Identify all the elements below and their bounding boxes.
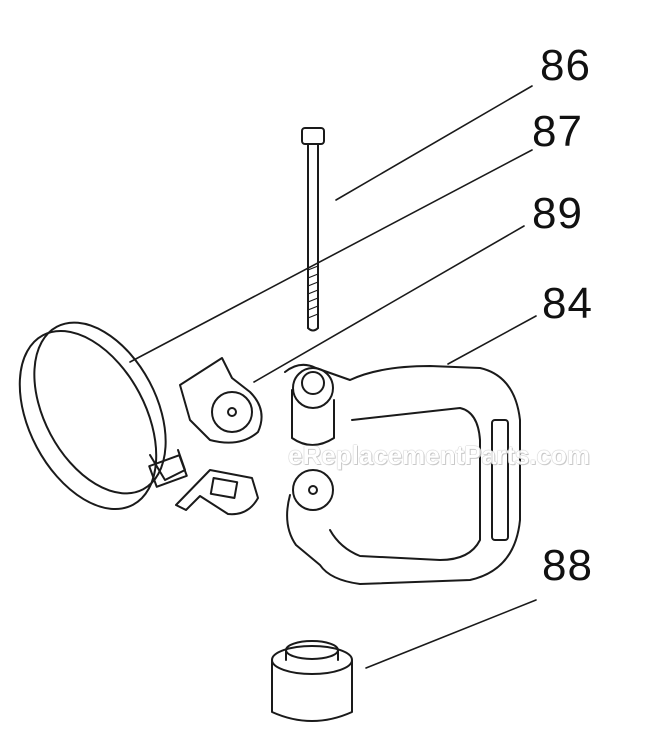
side-handle-84 [284, 363, 521, 585]
callout-84: 84 [542, 279, 593, 328]
bolt-86 [301, 127, 325, 332]
clamp-band-87 [18, 321, 188, 511]
watermark: eReplacementParts.com [288, 440, 591, 470]
leader-lines [129, 85, 537, 669]
callout-88: 88 [542, 541, 593, 590]
callout-87: 87 [532, 107, 583, 156]
callout-89: 89 [532, 189, 583, 238]
clamp-jaw-lower-89 [175, 469, 259, 516]
callout-86: 86 [540, 41, 591, 90]
clamp-jaw-upper-89 [179, 357, 263, 444]
handle-cap-88 [271, 640, 353, 722]
